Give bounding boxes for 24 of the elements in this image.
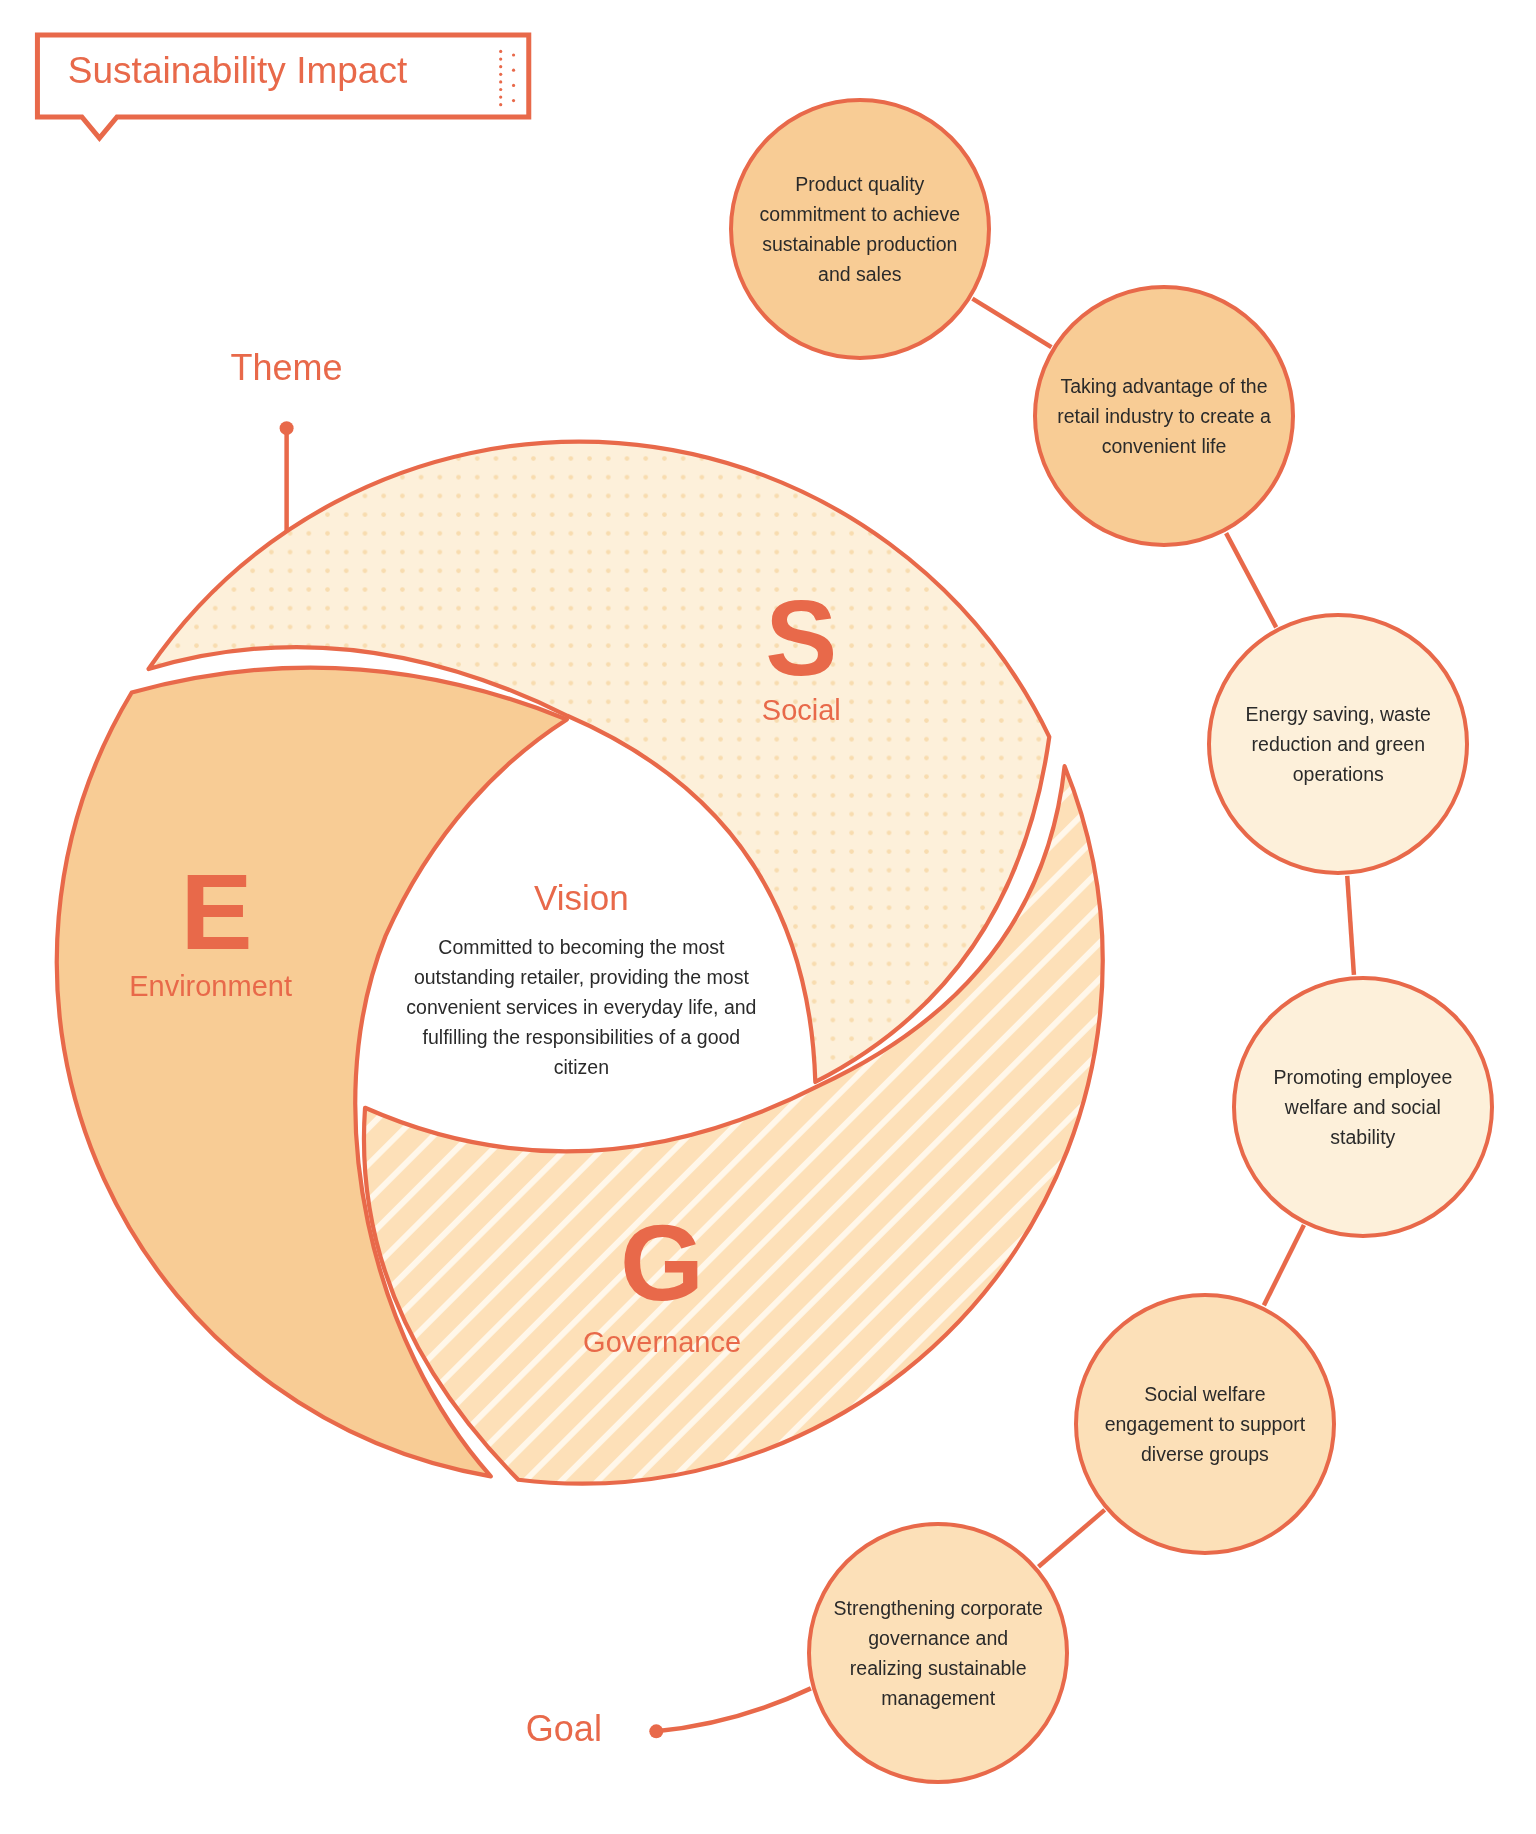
segment-letter: S (765, 583, 838, 692)
title: Sustainability Impact (67, 49, 408, 94)
callout-label: Theme (230, 347, 343, 390)
connector-line (1037, 1508, 1107, 1569)
connector-line (1345, 875, 1357, 975)
vision-text: Committed to becoming the most outstanding retailer, providing the most convenient services in everyday life, and fulfilling the responsibilities of a good citizen (405, 935, 757, 1081)
connector-line (279, 421, 294, 532)
circle-text: Taking advantage of the retail industry to create a convenient life (1056, 374, 1272, 460)
callout-label: Goal (525, 1708, 602, 1750)
connector-line (1261, 1224, 1306, 1307)
circle-text: Strengthening corporate governance and realizing sustainable management (832, 1595, 1044, 1711)
circle-text: Product quality commitment to achieve sustainable production and sales (758, 172, 962, 288)
circle-text: Promoting employee welfare and social stability (1272, 1064, 1454, 1150)
circle-text: Energy saving, waste reduction and green operations (1244, 702, 1432, 787)
segment-label: Governance (583, 1325, 742, 1359)
segment-letter: G (620, 1209, 705, 1318)
segment-letter: E (180, 858, 253, 967)
connector-line (649, 1686, 812, 1739)
circle-text: Social welfare engagement to support diverse groups (1103, 1381, 1307, 1467)
segment-label: Social (761, 693, 841, 727)
segment-label: Environment (129, 969, 292, 1003)
connector-line (1224, 532, 1279, 629)
vision-heading: Vision (534, 878, 629, 919)
connector-line (971, 296, 1053, 350)
